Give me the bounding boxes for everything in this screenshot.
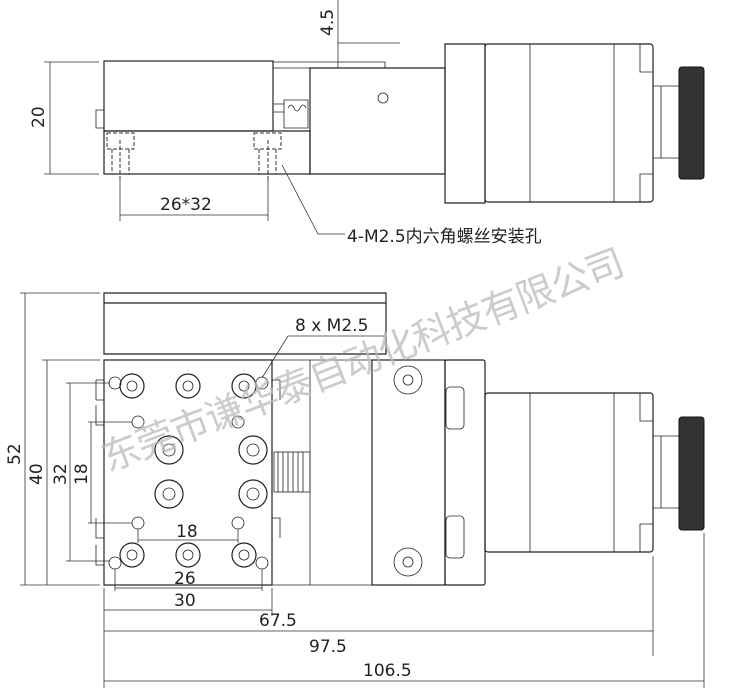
- dim-line-32: [66, 382, 110, 562]
- motor-body-lines: [529, 44, 653, 202]
- motor-body: [484, 43, 654, 203]
- guide-rail: [103, 292, 387, 355]
- thread-hole-callout: 8 x M2.5: [295, 316, 368, 336]
- callout-leader-m2-5: [261, 335, 385, 379]
- dim-line-18-h: [137, 529, 239, 543]
- hole-icon: [377, 92, 389, 104]
- screw-icon: [402, 556, 414, 568]
- dim-67-5: 67.5: [259, 611, 297, 631]
- side-stop: [95, 109, 105, 129]
- flange-slot: [445, 515, 465, 559]
- screw-holes: [108, 373, 269, 570]
- top-view: 20 4.5 26*32 4-M2.5内六角螺丝安装孔: [29, 0, 705, 247]
- screw-icon: [393, 547, 423, 577]
- dim-line-52: [20, 292, 100, 586]
- dim-26: 26: [174, 569, 196, 589]
- dim-line-20: [44, 61, 99, 175]
- carriage-plate: [103, 359, 273, 586]
- callout-leader: [281, 164, 345, 235]
- bracket: [309, 67, 446, 175]
- flange-slot: [445, 386, 465, 430]
- screw-icon: [393, 365, 423, 395]
- screw-icon: [402, 374, 414, 386]
- knob-icon: [678, 416, 705, 531]
- dim-line-67-5: [103, 588, 273, 688]
- dim-line-106-5: [104, 533, 705, 688]
- carriage-block: [103, 60, 274, 132]
- dim-32: 32: [51, 463, 71, 485]
- top-rail: [273, 61, 386, 69]
- dim-26-32: 26*32: [160, 195, 212, 215]
- spring-coil: [287, 104, 307, 112]
- dim-line-97-5: [104, 556, 654, 656]
- motor-body-lines: [529, 393, 653, 552]
- lead-screw: [274, 99, 309, 129]
- dim-line-40: [42, 359, 100, 585]
- lead-screw: [273, 451, 311, 493]
- dim-106-5: 106.5: [363, 661, 412, 681]
- motor-shaft: [653, 85, 681, 159]
- motor-flange: [444, 43, 486, 204]
- dim-20: 20: [29, 106, 49, 128]
- dim-18-vertical: 18: [72, 463, 92, 485]
- motor-flange: [444, 359, 486, 586]
- dim-line-18-v: [88, 421, 132, 524]
- lead-screw-threads: [277, 452, 304, 492]
- screw-hidden-left: [106, 132, 135, 180]
- mounting-hole-callout: 4-M2.5内六角螺丝安装孔: [347, 227, 542, 247]
- dim-18-horizontal: 18: [176, 522, 198, 542]
- side-bumps: [95, 379, 281, 566]
- dim-40: 40: [27, 463, 47, 485]
- dim-line-26-30: [114, 569, 263, 591]
- dim-line-26-32: [119, 176, 269, 221]
- motor-shaft: [653, 435, 681, 509]
- motor-body: [484, 392, 654, 553]
- knob-icon: [678, 66, 705, 180]
- dim-97-5: 97.5: [309, 637, 347, 657]
- screw-hidden-right: [253, 132, 282, 180]
- dim-30: 30: [174, 591, 196, 611]
- dim-line-4-5: [337, 0, 400, 68]
- bottom-view: 52 40 32 18 18 26 30 67.5 97.5 106.5 8 x…: [5, 292, 705, 688]
- base-plate: [103, 130, 311, 175]
- dim-52: 52: [5, 443, 25, 465]
- dim-4-5: 4.5: [318, 9, 338, 36]
